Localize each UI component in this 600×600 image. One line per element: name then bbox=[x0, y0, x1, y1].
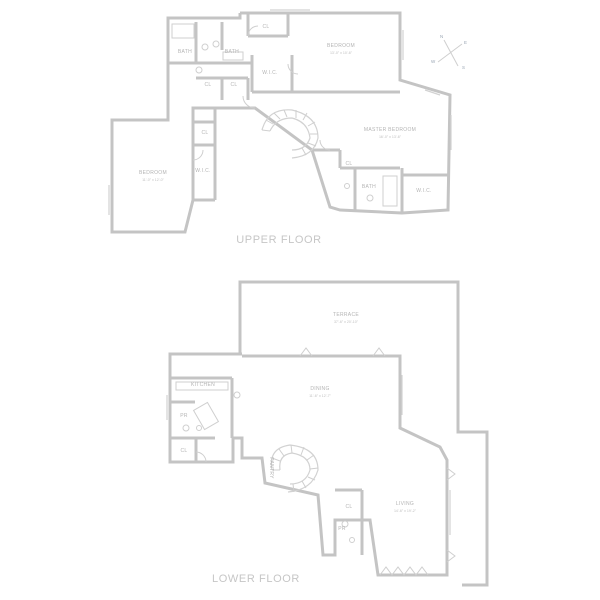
lower-windows bbox=[166, 375, 451, 535]
label-cl-hall-a: CL bbox=[205, 82, 212, 88]
label-cl-left: CL bbox=[202, 130, 209, 136]
label-pr-living: PR bbox=[338, 526, 346, 532]
label-pantry: PANTRY bbox=[268, 457, 274, 479]
upper-windows bbox=[108, 9, 452, 215]
compass-e: E bbox=[464, 40, 467, 45]
size-bedroom-top: 13'-0" x 10'-6" bbox=[330, 51, 353, 55]
upper-interior-walls bbox=[168, 14, 448, 212]
label-bedroom-top: BEDROOM bbox=[327, 43, 355, 49]
size-living: 14'-6" x 19'-2" bbox=[394, 509, 417, 513]
label-cl-top: CL bbox=[263, 24, 270, 30]
upper-room-labels: BEDROOM 13'-0" x 10'-6" CL W.I.C. BATH B… bbox=[139, 24, 431, 194]
label-cl-kitchen: CL bbox=[181, 448, 188, 454]
label-master-bedroom: MASTER BEDROOM bbox=[364, 127, 416, 133]
lower-floor: TERRACE 37'-6" x 20'-10" DINING 11'-6" x… bbox=[166, 280, 489, 587]
lower-interior-walls bbox=[170, 376, 364, 555]
compass-s: S bbox=[462, 65, 465, 70]
label-terrace: TERRACE bbox=[333, 312, 359, 318]
label-wic-top: W.I.C. bbox=[262, 70, 277, 76]
lower-floor-title: LOWER FLOOR bbox=[212, 573, 300, 585]
size-terrace: 37'-6" x 20'-10" bbox=[334, 320, 359, 324]
label-dining: DINING bbox=[310, 386, 329, 392]
lower-fixtures bbox=[175, 347, 456, 576]
label-cl-hall-b: CL bbox=[231, 82, 238, 88]
compass-n: N bbox=[440, 34, 443, 39]
label-wic-master: W.I.C. bbox=[416, 188, 431, 194]
label-pr-kitchen: PR bbox=[180, 413, 188, 419]
size-dining: 11'-6" x 12'-7" bbox=[309, 394, 332, 398]
terrace-outline bbox=[238, 280, 489, 587]
label-wic-left: W.I.C. bbox=[195, 168, 210, 174]
size-bedroom-left: 11'-0" x 12'-0" bbox=[142, 178, 165, 182]
compass-w: W bbox=[431, 59, 436, 64]
upper-spiral-stair bbox=[261, 109, 319, 159]
label-living: LIVING bbox=[396, 501, 414, 507]
size-master-bedroom: 16'-0" x 13'-6" bbox=[379, 135, 402, 139]
upper-floor: BEDROOM 13'-0" x 10'-6" CL W.I.C. BATH B… bbox=[108, 9, 452, 246]
label-bath-a: BATH bbox=[178, 49, 192, 55]
lower-spiral-stair bbox=[270, 444, 319, 493]
compass-rose: N S E W bbox=[431, 34, 467, 70]
lower-room-labels: TERRACE 37'-6" x 20'-10" DINING 11'-6" x… bbox=[180, 312, 417, 532]
upper-floor-title: UPPER FLOOR bbox=[236, 234, 321, 246]
label-cl-master: CL bbox=[346, 161, 353, 167]
lower-exterior-wall bbox=[168, 352, 449, 577]
label-bath-b: BATH bbox=[225, 49, 239, 55]
label-bath-master: BATH bbox=[362, 184, 376, 190]
label-kitchen: KITCHEN bbox=[191, 382, 215, 388]
upper-exterior-wall bbox=[110, 11, 452, 234]
label-cl-living: CL bbox=[346, 504, 353, 510]
label-bedroom-left: BEDROOM bbox=[139, 170, 167, 176]
upper-fixtures bbox=[171, 23, 398, 207]
